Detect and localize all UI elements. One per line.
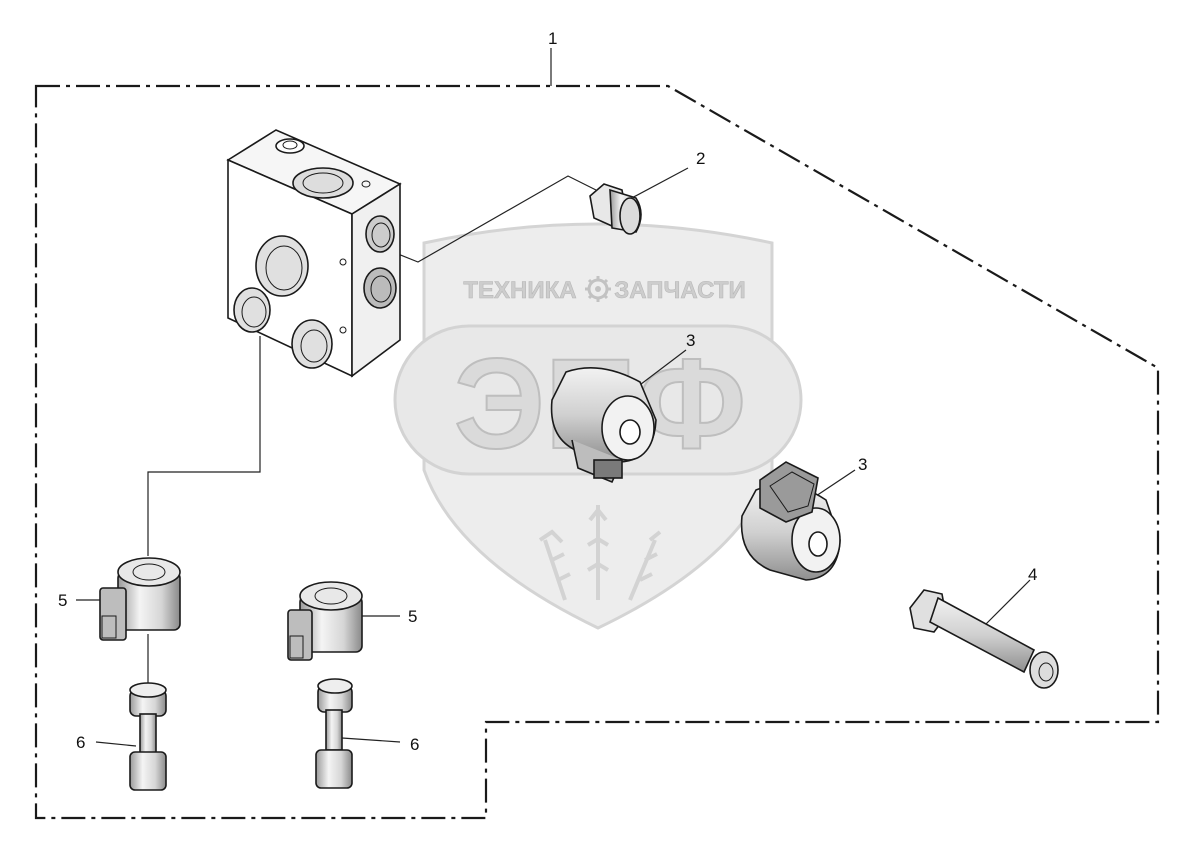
- screw-left: [129, 682, 167, 791]
- coil-top: [550, 366, 657, 484]
- callout-3-top: 3: [686, 331, 695, 350]
- watermark-text-left: ТЕХНИКА: [463, 277, 576, 304]
- plug: [589, 183, 642, 235]
- callout-2: 2: [696, 149, 705, 168]
- valve-block: [226, 129, 402, 378]
- screw-right: [315, 678, 353, 789]
- callout-3-right: 3: [858, 455, 867, 474]
- gear-icon: [585, 276, 611, 302]
- callout-6-left: 6: [76, 733, 85, 752]
- callout-5-left: 5: [58, 591, 67, 610]
- bolt: [909, 589, 1059, 689]
- assembly-boundary: [34, 84, 1160, 820]
- callout-5-right: 5: [408, 607, 417, 626]
- callout-6-right: 6: [410, 735, 419, 754]
- watermark-text-right: ЗАПЧАСТИ: [614, 277, 746, 304]
- connector-right: [287, 581, 363, 661]
- coil-right: [740, 461, 841, 581]
- callout-1: 1: [548, 29, 557, 48]
- callout-labels: 1 2 3 3 4 5 5 6 6: [58, 29, 1037, 754]
- connector-left: [99, 557, 181, 641]
- callout-4: 4: [1028, 565, 1037, 584]
- wheat-emblem: [538, 505, 662, 601]
